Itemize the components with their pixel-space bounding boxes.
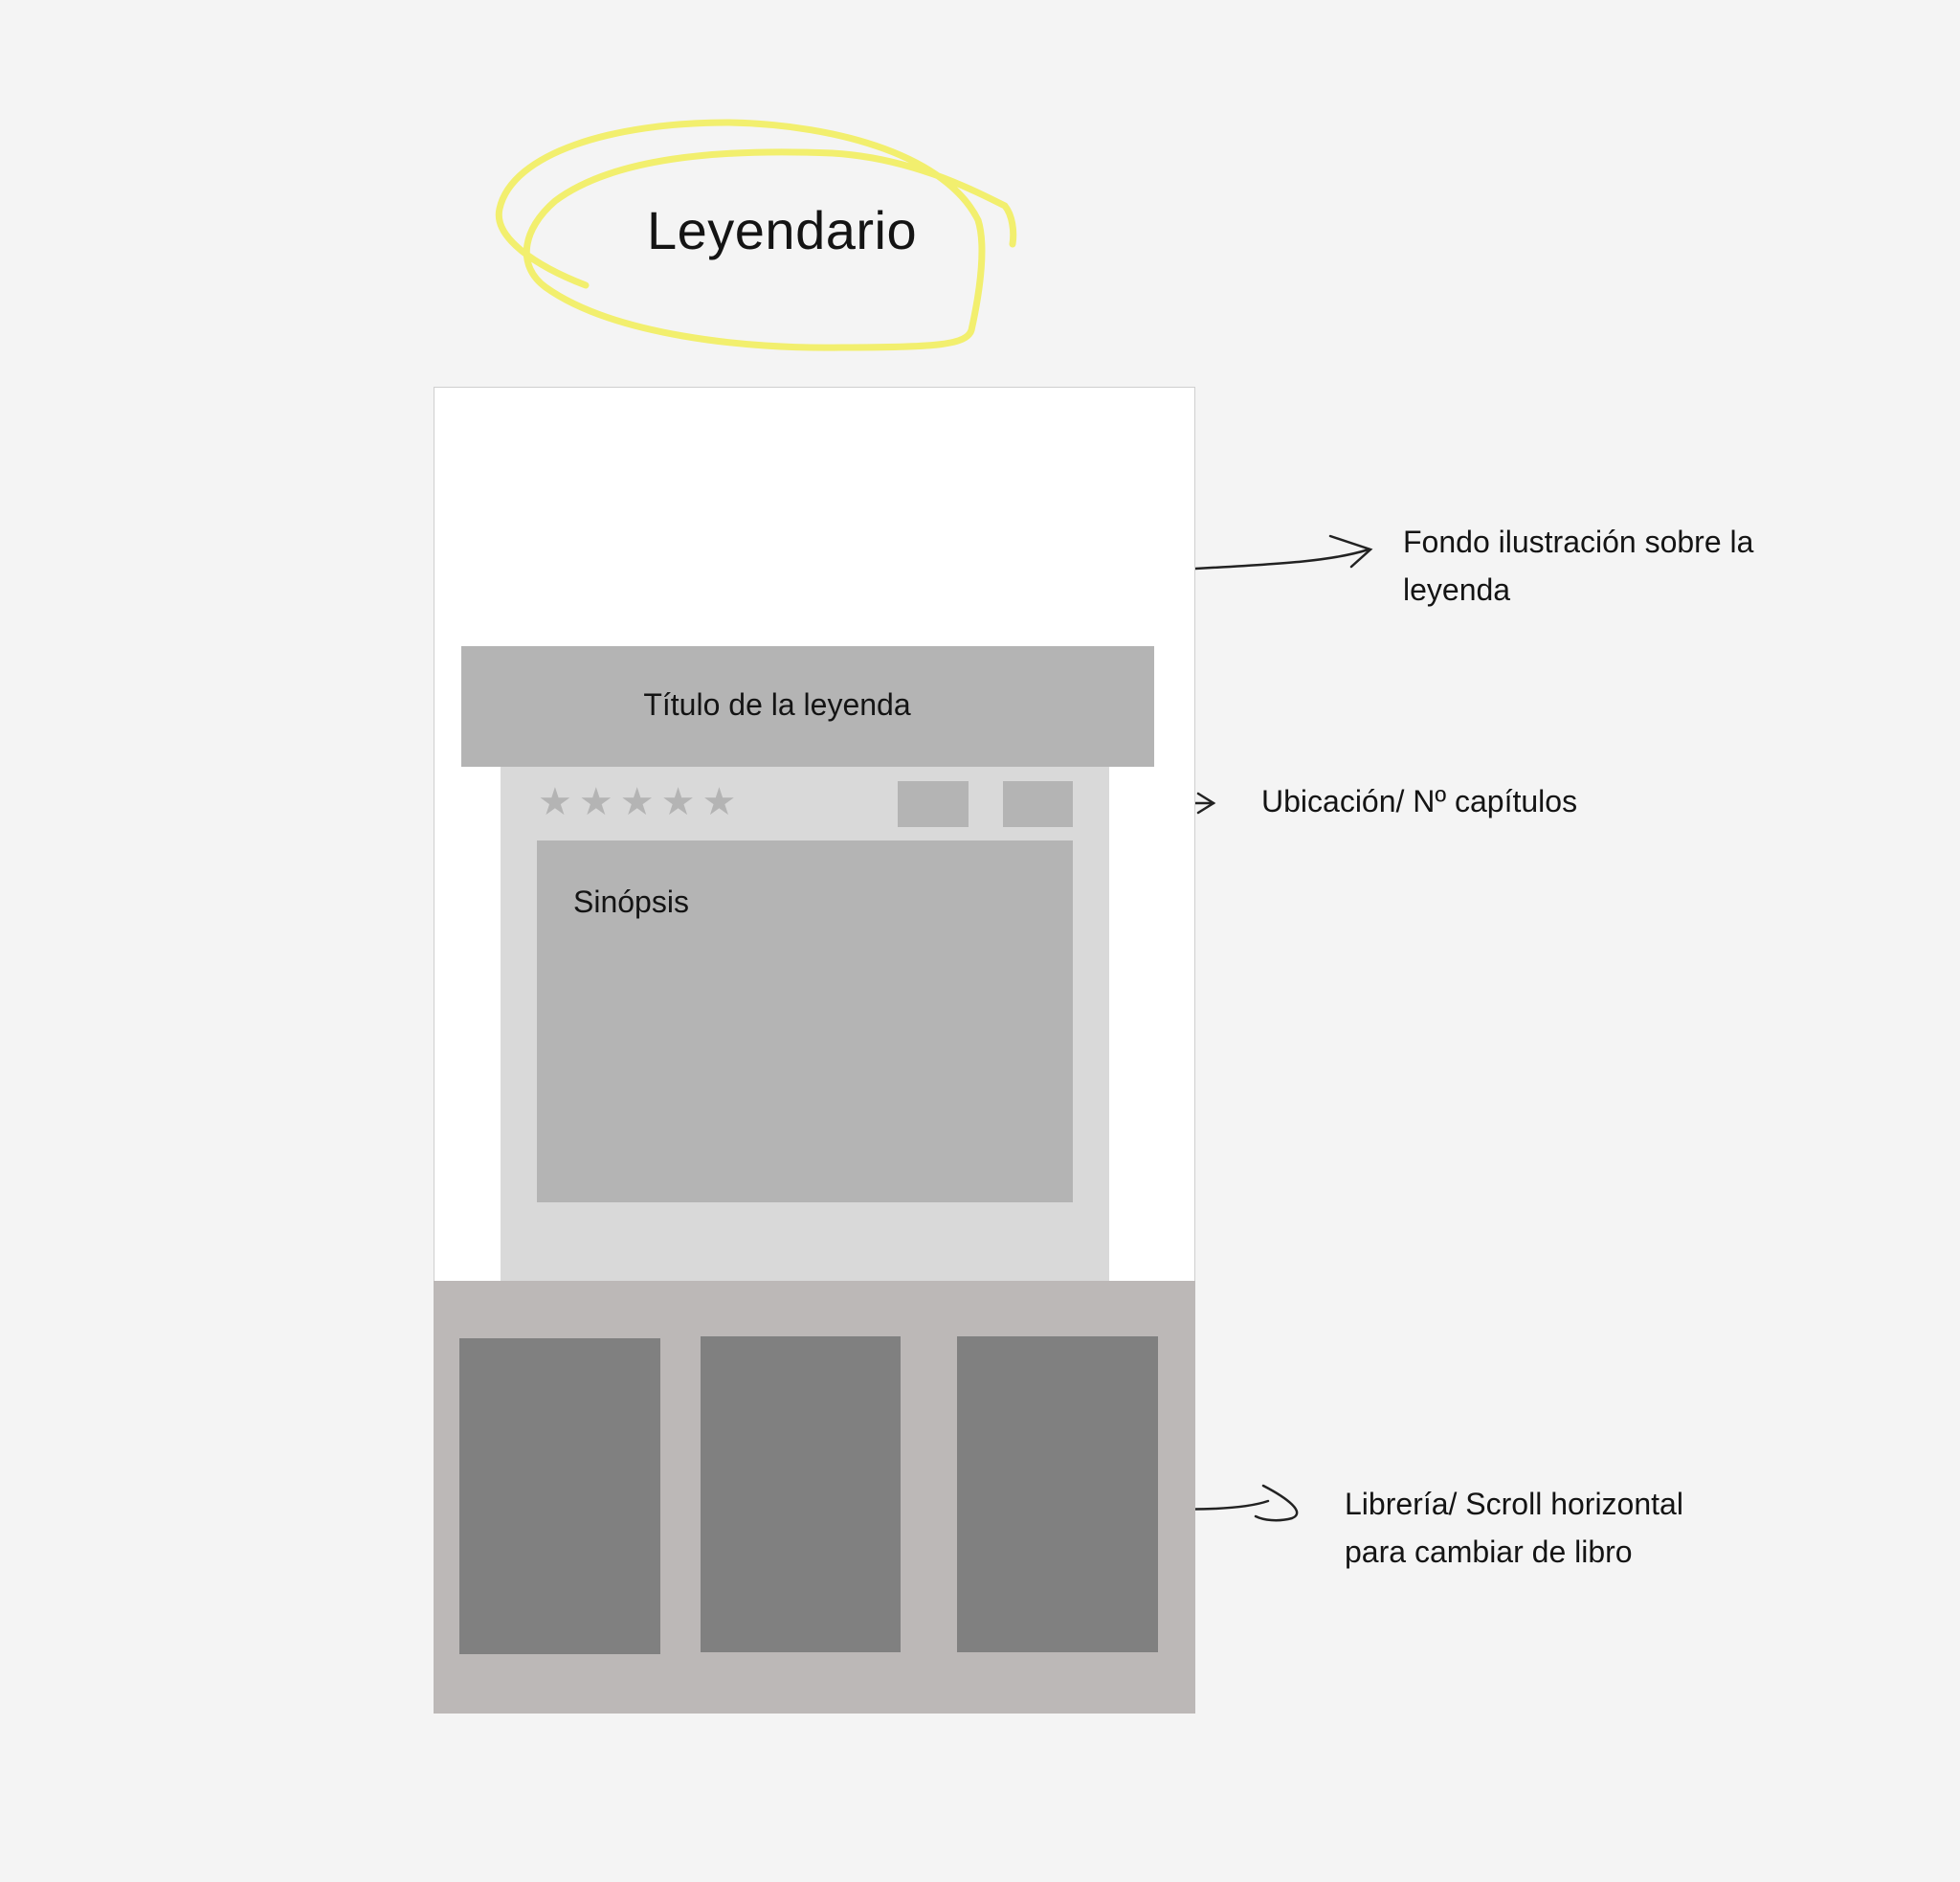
star-icon[interactable]: ★ — [702, 781, 737, 823]
rating-stars[interactable]: ★ ★ ★ ★ ★ — [538, 779, 736, 825]
library-book[interactable] — [459, 1338, 660, 1654]
synopsis-label: Sinópsis — [573, 885, 689, 919]
page-title: Leyendario — [647, 200, 918, 260]
star-icon[interactable]: ★ — [619, 781, 655, 823]
highlight-scribble-icon — [495, 119, 1017, 351]
star-icon[interactable]: ★ — [660, 781, 696, 823]
annotation-background: Fondo ilustración sobre la leyenda — [1403, 525, 1754, 607]
chapters-chip[interactable] — [1003, 781, 1073, 827]
legend-title-bar — [461, 646, 1154, 767]
annotation-library: Librería/ Scroll horizontal para cambiar… — [1345, 1487, 1683, 1569]
synopsis-box — [537, 840, 1073, 1202]
star-icon[interactable]: ★ — [578, 781, 613, 823]
legend-title: Título de la leyenda — [643, 687, 911, 722]
library-book[interactable] — [957, 1336, 1158, 1652]
location-chip[interactable] — [898, 781, 969, 827]
annotation-location: Ubicación/ Nº capítulos — [1261, 784, 1578, 818]
star-icon[interactable]: ★ — [538, 781, 572, 823]
library-book[interactable] — [701, 1336, 901, 1652]
